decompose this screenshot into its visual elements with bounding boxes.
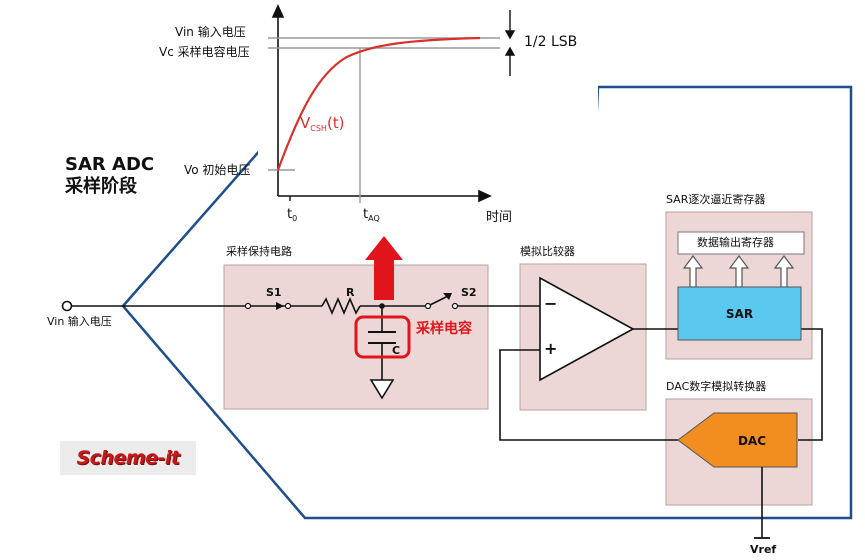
t0-label: t0 bbox=[287, 207, 298, 223]
sar-block-title: SAR逐次逼近寄存器 bbox=[666, 193, 766, 206]
graph-axes bbox=[271, 4, 492, 203]
ground-symbol bbox=[369, 379, 395, 400]
main-signal-wire bbox=[72, 295, 540, 380]
comparator-minus: − bbox=[544, 294, 558, 313]
lsb-label: 1/2 LSB bbox=[524, 34, 578, 50]
comparator-plus: + bbox=[544, 339, 558, 358]
vref-label: Vref bbox=[750, 543, 777, 556]
vin-input-node bbox=[61, 300, 73, 312]
sampling-cap-label: 采样电容 bbox=[416, 321, 472, 337]
c-label: C bbox=[392, 344, 401, 357]
r-label: R bbox=[346, 286, 355, 299]
sample-hold-title: 采样保持电路 bbox=[226, 245, 292, 258]
dac-block-title: DAC数字模拟转换器 bbox=[666, 380, 767, 393]
title-line-2: 采样阶段 bbox=[65, 176, 137, 197]
capacitor-symbol bbox=[368, 331, 396, 344]
title-line-1: SAR ADC bbox=[65, 154, 155, 175]
time-label: 时间 bbox=[486, 210, 513, 225]
s2-arrow bbox=[443, 293, 452, 300]
output-register-label: 数据输出寄存器 bbox=[697, 236, 774, 249]
comparator-title: 模拟比较器 bbox=[520, 245, 575, 258]
charging-curve bbox=[276, 36, 481, 171]
vin-label: Vin 输入电压 bbox=[175, 25, 246, 39]
sar-register-block bbox=[677, 286, 802, 341]
lsb-arrows bbox=[504, 10, 516, 76]
sar-label: SAR bbox=[725, 307, 754, 321]
dac-label: DAC bbox=[737, 434, 767, 448]
junction-dot bbox=[379, 303, 385, 309]
taq-label: tAQ bbox=[363, 207, 380, 223]
s1-arrow bbox=[276, 302, 284, 310]
red-up-arrow bbox=[365, 236, 403, 300]
vc-label: Vc 采样电容电压 bbox=[159, 45, 250, 59]
vo-label: Vo 初始电压 bbox=[184, 163, 251, 177]
dac-symbol bbox=[677, 412, 798, 468]
output-register-box bbox=[677, 231, 805, 255]
comparator-symbol bbox=[539, 276, 635, 382]
register-arrows bbox=[682, 255, 795, 288]
input-label: Vin 输入电压 bbox=[47, 315, 112, 328]
s2-label: S2 bbox=[461, 286, 477, 299]
sampling-cap-highlight bbox=[354, 315, 411, 359]
scheme-it-logo: Scheme-it bbox=[60, 441, 196, 475]
s1-label: S1 bbox=[266, 286, 282, 299]
curve-label: VCSH(t) bbox=[300, 114, 345, 133]
feedback-wire bbox=[499, 328, 823, 441]
